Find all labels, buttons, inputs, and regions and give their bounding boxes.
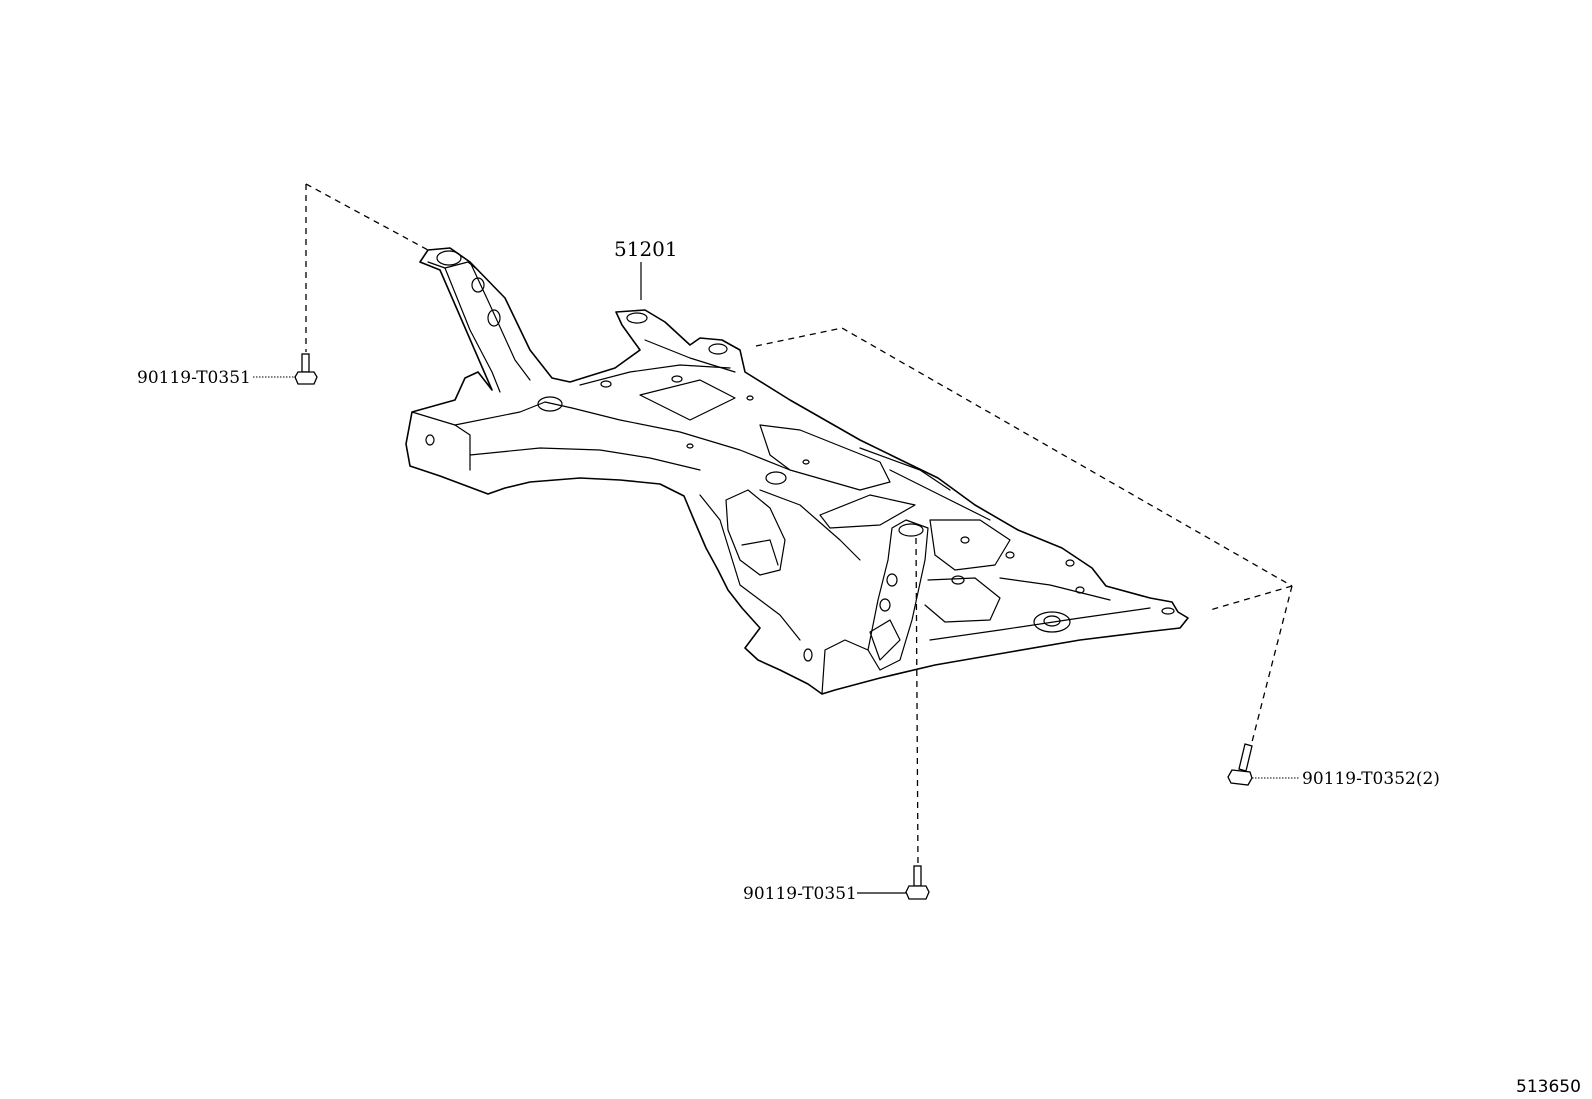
main-part-callout[interactable]: 51201 [614,237,678,300]
bolt-right-label: 90119-T0352(2) [1302,769,1440,789]
installation-lines [305,183,1293,867]
bolt-right-shank [1238,743,1253,772]
bolt-left[interactable]: 90119-T0351 [137,353,318,388]
bolt-left-label: 90119-T0351 [137,368,251,388]
bolt-left-shank [301,353,310,373]
bolt-bottom[interactable]: 90119-T0351 [743,865,930,904]
bolt-bottom-head [905,885,930,900]
bolt-bottom-shank [913,865,922,887]
front-suspension-crossmember[interactable] [405,247,1189,695]
figure-number: 513650 [1516,1077,1581,1097]
bolt-right[interactable]: 90119-T0352(2) [1227,743,1440,789]
bolt-left-head [294,371,318,385]
main-part-number: 51201 [614,237,678,261]
bolt-right-head [1227,769,1253,786]
bolt-bottom-label: 90119-T0351 [743,884,857,904]
